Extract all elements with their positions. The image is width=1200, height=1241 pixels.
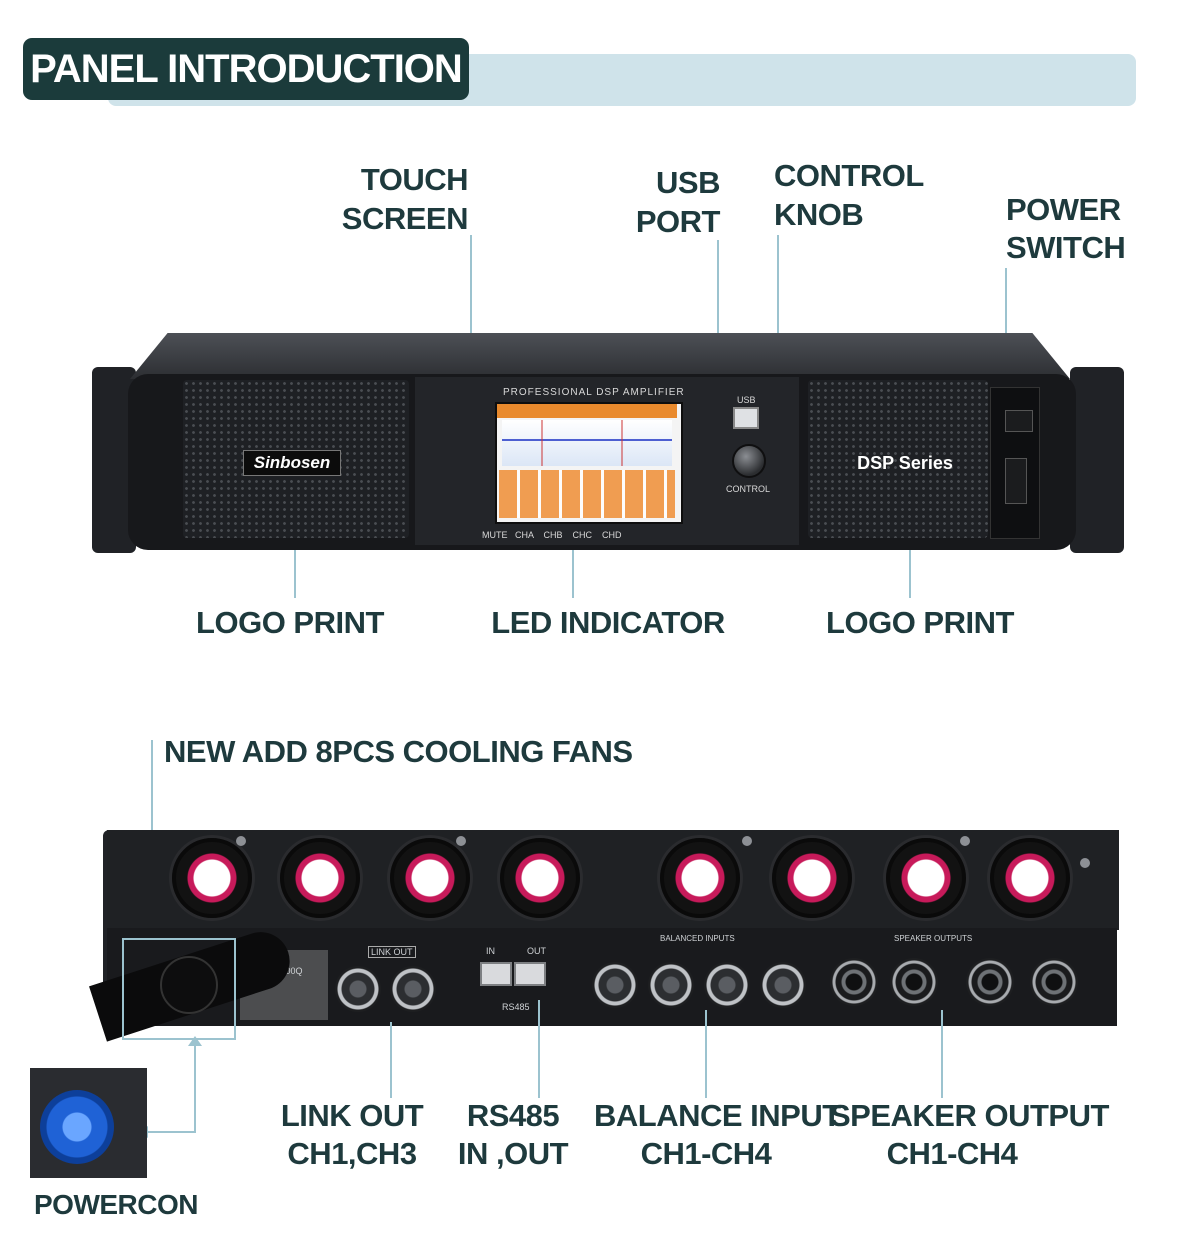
link-out-label-1: LINK OUT — [280, 1098, 424, 1133]
powercon-line — [194, 1038, 196, 1133]
balanced-inputs-text: BALANCED INPUTS — [660, 934, 735, 943]
powercon-label: POWERCON — [34, 1189, 199, 1220]
cooling-fan-6 — [772, 838, 852, 918]
control-text: CONTROL — [726, 484, 771, 494]
speaker-output-ch1[interactable] — [1030, 958, 1078, 1006]
balanced-input-ch3[interactable] — [648, 962, 694, 1008]
powercon-highlight-box — [122, 938, 236, 1040]
control-knob-label-2: KNOB — [774, 197, 864, 232]
powercon-plug — [40, 1090, 114, 1164]
panel-heading: PROFESSIONAL DSP AMPLIFIER — [503, 387, 685, 398]
link-out-text: LINK OUT — [368, 946, 416, 958]
rs485-in-port[interactable] — [480, 962, 512, 986]
cooling-fan-8 — [990, 838, 1070, 918]
cooling-fan-5 — [660, 838, 740, 918]
usb-text: USB — [737, 395, 756, 405]
powercon-arrow-up-icon — [188, 1036, 202, 1046]
balance-input-line — [705, 1010, 707, 1098]
front-right-rack-ear — [1070, 367, 1124, 553]
screw — [1080, 858, 1090, 868]
rs485-out-port[interactable] — [514, 962, 546, 986]
eq-curve-svg — [502, 420, 672, 466]
control-knob-label-1: CONTROL — [774, 158, 924, 193]
power-switch-label-2: SWITCH — [1006, 230, 1126, 265]
screen-eq-plot — [502, 420, 672, 466]
front-left-grille — [183, 380, 409, 538]
led-indicator-row: MUTE CHA CHB CHC CHD — [482, 530, 622, 540]
rs485-text: RS485 — [502, 1002, 530, 1012]
powercon-closeup — [30, 1068, 147, 1178]
link-out-ch3-connector[interactable] — [335, 966, 381, 1012]
balance-input-label-2: CH1-CH4 — [640, 1136, 772, 1171]
logo-print-right-label: LOGO PRINT — [826, 605, 1014, 640]
speaker-output-line — [941, 1010, 943, 1098]
balance-input-label-1: BALANCE INPUT — [594, 1098, 841, 1133]
power-switch-label-1: POWER — [1006, 192, 1121, 227]
touch-screen-line — [470, 235, 472, 409]
led-indicator-label: LED INDICATOR — [491, 605, 725, 640]
screw — [236, 836, 246, 846]
rs485-label-1: RS485 — [466, 1098, 560, 1133]
powercon-socket[interactable] — [160, 956, 218, 1014]
balanced-input-ch2[interactable] — [704, 962, 750, 1008]
speaker-output-label-2: CH1-CH4 — [886, 1136, 1018, 1171]
header-tab — [23, 38, 469, 100]
power-line — [1005, 268, 1007, 390]
speaker-output-label-1: SPEAKER OUTPUT — [830, 1098, 1109, 1133]
screen-parameter-grid — [499, 470, 675, 518]
rs485-label-2: IN ,OUT — [457, 1136, 569, 1171]
balanced-input-ch1[interactable] — [760, 962, 806, 1008]
link-out-ch1-connector[interactable] — [390, 966, 436, 1012]
usb-port-label-2: PORT — [635, 204, 721, 239]
usb-port-label-1: USB — [656, 165, 720, 200]
touch-screen-label-2: SCREEN — [341, 201, 469, 236]
rs485-in-text: IN — [486, 946, 495, 956]
screw — [456, 836, 466, 846]
control-knob[interactable] — [732, 444, 766, 478]
screw — [960, 836, 970, 846]
usb-line — [717, 240, 719, 418]
powercon-line-h — [147, 1131, 196, 1133]
dsp-series-logo: DSP Series — [857, 453, 953, 473]
rs485-line — [538, 1000, 540, 1098]
cooling-fan-3 — [390, 838, 470, 918]
cooling-fan-7 — [886, 838, 966, 918]
rs485-out-text: OUT — [527, 946, 546, 956]
brand-logo: Sinbosen — [243, 450, 341, 476]
link-out-line — [390, 1022, 392, 1098]
remote-switch[interactable] — [1005, 410, 1033, 432]
balanced-input-ch4[interactable] — [592, 962, 638, 1008]
speaker-output-ch4[interactable] — [830, 958, 878, 1006]
cooling-fan-4 — [500, 838, 580, 918]
front-chassis-top — [130, 333, 1070, 379]
link-out-label-2: CH1,CH3 — [287, 1136, 417, 1171]
usb-port[interactable] — [733, 407, 759, 429]
speaker-output-ch3[interactable] — [890, 958, 938, 1006]
screen-tabs — [497, 404, 677, 418]
front-right-grille — [808, 380, 988, 538]
touch-screen-label-1: TOUCH — [360, 162, 469, 197]
speaker-output-ch2[interactable] — [966, 958, 1014, 1006]
cooling-fan-2 — [280, 838, 360, 918]
speaker-outputs-text: SPEAKER OUTPUTS — [894, 934, 973, 943]
screw — [742, 836, 752, 846]
fans-line — [151, 740, 153, 846]
page-title: PANEL INTRODUCTION — [30, 47, 463, 91]
logo-print-left-label: LOGO PRINT — [196, 605, 384, 640]
power-switch[interactable] — [1005, 458, 1027, 504]
cooling-fan-1 — [172, 838, 252, 918]
led-line — [572, 536, 574, 598]
cooling-fans-label: NEW ADD 8PCS COOLING FANS — [164, 734, 633, 769]
